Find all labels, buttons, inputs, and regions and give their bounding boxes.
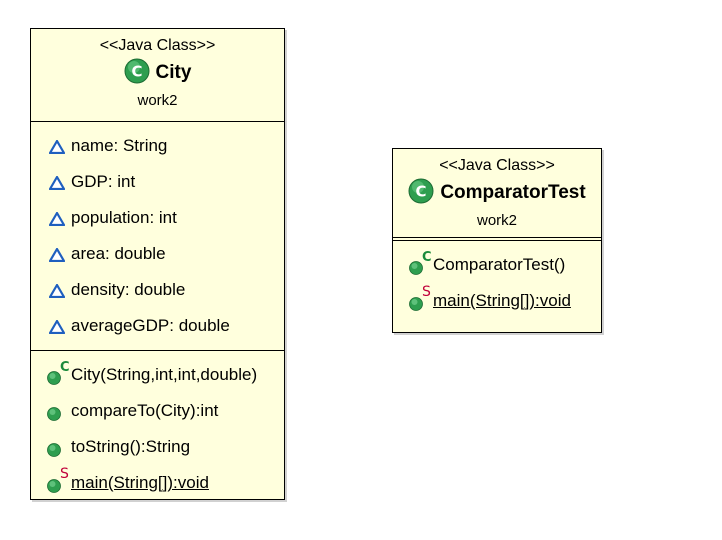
package-private-field-icon [47,134,71,158]
constructor-icon: C [47,360,71,387]
operation-row[interactable]: S main(String[]):void [31,465,284,501]
class-title-row: C City [31,58,284,88]
static-method-icon: S [47,466,71,495]
class-title-row: C ComparatorTest [393,178,601,208]
attribute-label: population: int [71,208,177,227]
stereotype-label: <<Java Class>> [99,37,216,54]
attribute-label: area: double [71,244,166,263]
svg-text:C: C [416,182,427,200]
attribute-row[interactable]: name: String [31,128,284,164]
operation-label: ComparatorTest() [433,255,566,274]
operations-compartment: C City(String,int,int,double) compareTo(… [31,351,284,507]
package-private-field-icon [47,170,71,194]
attributes-compartment: name: String GDP: int population: int ar… [31,122,284,351]
constructor-modifier: C [60,360,70,375]
public-method-icon [47,399,71,423]
operation-label: main(String[]):void [71,473,209,492]
public-method-icon [47,435,71,459]
attributes-compartment [393,238,601,241]
class-header: <<Java Class>> C ComparatorTest work2 [393,149,601,238]
operation-row[interactable]: C ComparatorTest() [393,247,601,283]
attribute-row[interactable]: population: int [31,200,284,236]
operation-row[interactable]: compareTo(City):int [31,393,284,429]
package-name: work2 [137,92,178,109]
operation-label: City(String,int,int,double) [71,365,258,384]
operation-row[interactable]: C City(String,int,int,double) [31,357,284,393]
attribute-row[interactable]: density: double [31,272,284,308]
attribute-row[interactable]: averageGDP: double [31,308,284,344]
attribute-label: name: String [71,136,168,155]
operation-row[interactable]: S main(String[]):void [393,283,601,319]
operation-label: compareTo(City):int [71,401,219,420]
static-modifier: S [422,284,431,300]
svg-text:C: C [131,62,142,80]
package-private-field-icon [47,242,71,266]
operation-label: toString():String [71,437,191,456]
static-method-icon: S [409,284,433,313]
attribute-label: GDP: int [71,172,136,191]
class-icon: C [124,58,150,89]
class-name: ComparatorTest [440,182,586,203]
class-name: City [155,62,192,83]
attribute-row[interactable]: area: double [31,236,284,272]
stereotype-label: <<Java Class>> [439,157,555,174]
package-private-field-icon [47,206,71,230]
package-private-field-icon [47,278,71,302]
class-box-city[interactable]: <<Java Class>> C City work2 name: String [30,28,285,500]
package-name: work2 [476,212,517,229]
operation-row[interactable]: toString():String [31,429,284,465]
class-icon: C [408,178,434,209]
package-private-field-icon [47,314,71,338]
constructor-icon: C [409,250,433,277]
attribute-label: averageGDP: double [71,316,230,335]
operations-compartment: C ComparatorTest() S main(String[]):void [393,241,601,325]
operation-label: main(String[]):void [433,291,571,310]
constructor-modifier: C [422,250,432,265]
static-modifier: S [60,466,69,482]
attribute-row[interactable]: GDP: int [31,164,284,200]
class-header: <<Java Class>> C City work2 [31,29,284,122]
class-box-comparator-test[interactable]: <<Java Class>> C ComparatorTest work2 C … [392,148,602,333]
attribute-label: density: double [71,280,186,299]
